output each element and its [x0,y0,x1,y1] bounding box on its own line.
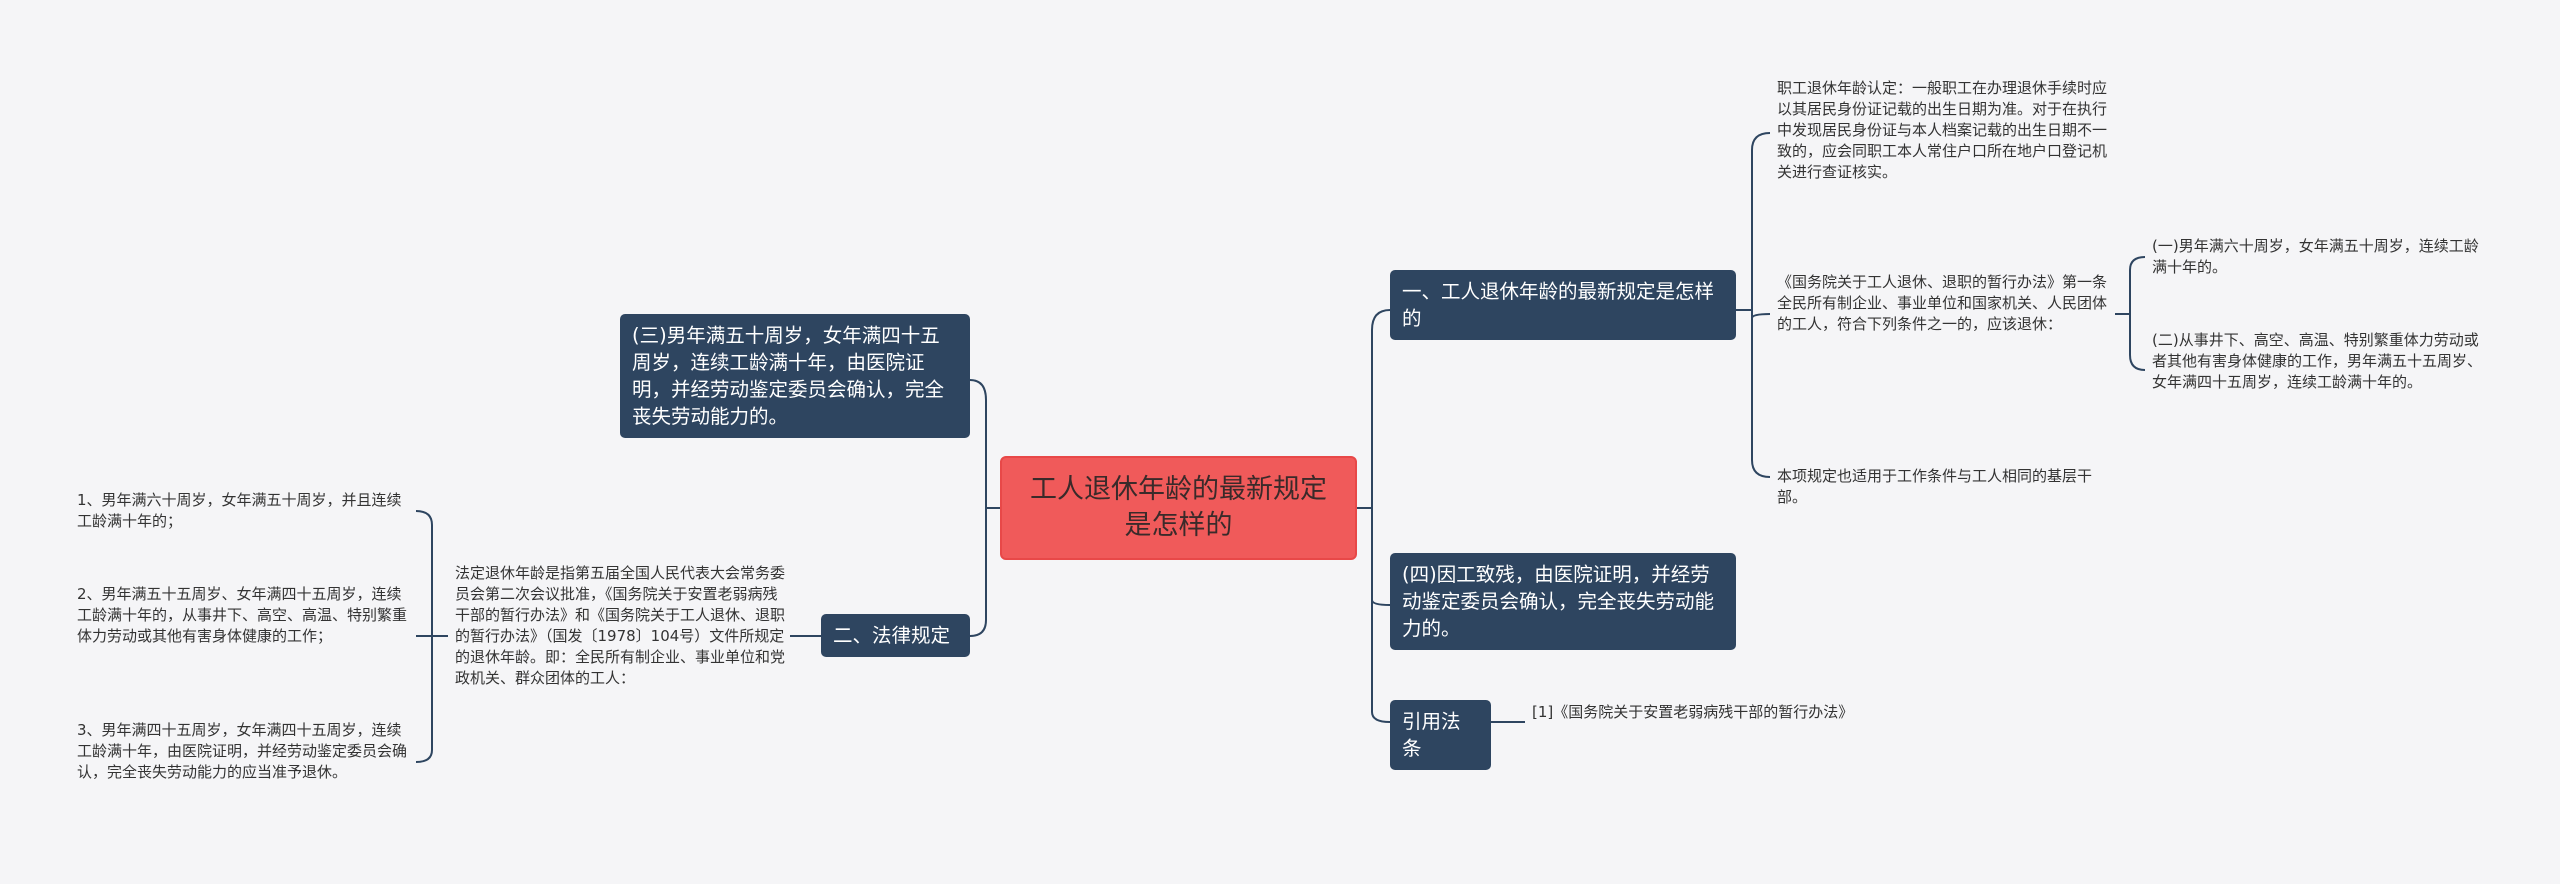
branch-label: 二、法律规定 [833,624,951,647]
root-topic-label: 工人退休年龄的最新规定是怎样的 [1030,474,1327,541]
branch-label: 引用法条 [1402,710,1461,760]
note-age-determination: 职工退休年龄认定：一般职工在办理退休手续时应以其居民身份证记载的出生日期为准。对… [1777,79,2108,181]
note-item-one: 1、男年满六十周岁，女年满五十周岁，并且连续工龄满十年的； [77,491,402,530]
branch-label: 一、工人退休年龄的最新规定是怎样的 [1402,280,1715,330]
note-cited-law: [1]《国务院关于安置老弱病残干部的暂行办法》 [1532,703,1854,721]
note-legal-retirement-age: 法定退休年龄是指第五届全国人民代表大会常务委员会第二次会议批准，《国务院关于安置… [455,564,786,687]
branch-work-injury[interactable]: (四)因工致残，由医院证明，并经劳动鉴定委员会确认，完全丧失劳动能力的。 [1390,553,1736,650]
note-condition-two: (二)从事井下、高空、高温、特别繁重体力劳动或者其他有害身体健康的工作，男年满五… [2152,331,2483,391]
branch-condition-three[interactable]: (三)男年满五十周岁，女年满四十五周岁，连续工龄满十年，由医院证明，并经劳动鉴定… [620,314,970,438]
branch-label: (三)男年满五十周岁，女年满四十五周岁，连续工龄满十年，由医院证明，并经劳动鉴定… [632,324,945,428]
note-item-two: 2、男年满五十五周岁、女年满四十五周岁，连续工龄满十年的，从事井下、高空、高温、… [77,585,408,645]
root-topic[interactable]: 工人退休年龄的最新规定是怎样的 [1000,456,1357,560]
note-grassroots-cadres: 本项规定也适用于工作条件与工人相同的基层干部。 [1777,467,2093,506]
note-state-council-article: 《国务院关于工人退休、退职的暂行办法》第一条 全民所有制企业、事业单位和国家机关… [1777,273,2108,333]
branch-retirement-age-rules[interactable]: 一、工人退休年龄的最新规定是怎样的 [1390,270,1736,340]
branch-cited-law[interactable]: 引用法条 [1390,700,1491,770]
branch-label: (四)因工致残，由医院证明，并经劳动鉴定委员会确认，完全丧失劳动能力的。 [1402,563,1715,640]
branch-legal-provisions[interactable]: 二、法律规定 [821,614,970,657]
note-condition-one: (一)男年满六十周岁，女年满五十周岁，连续工龄满十年的。 [2152,237,2479,276]
note-item-three: 3、男年满四十五周岁，女年满四十五周岁，连续工龄满十年，由医院证明，并经劳动鉴定… [77,721,408,781]
